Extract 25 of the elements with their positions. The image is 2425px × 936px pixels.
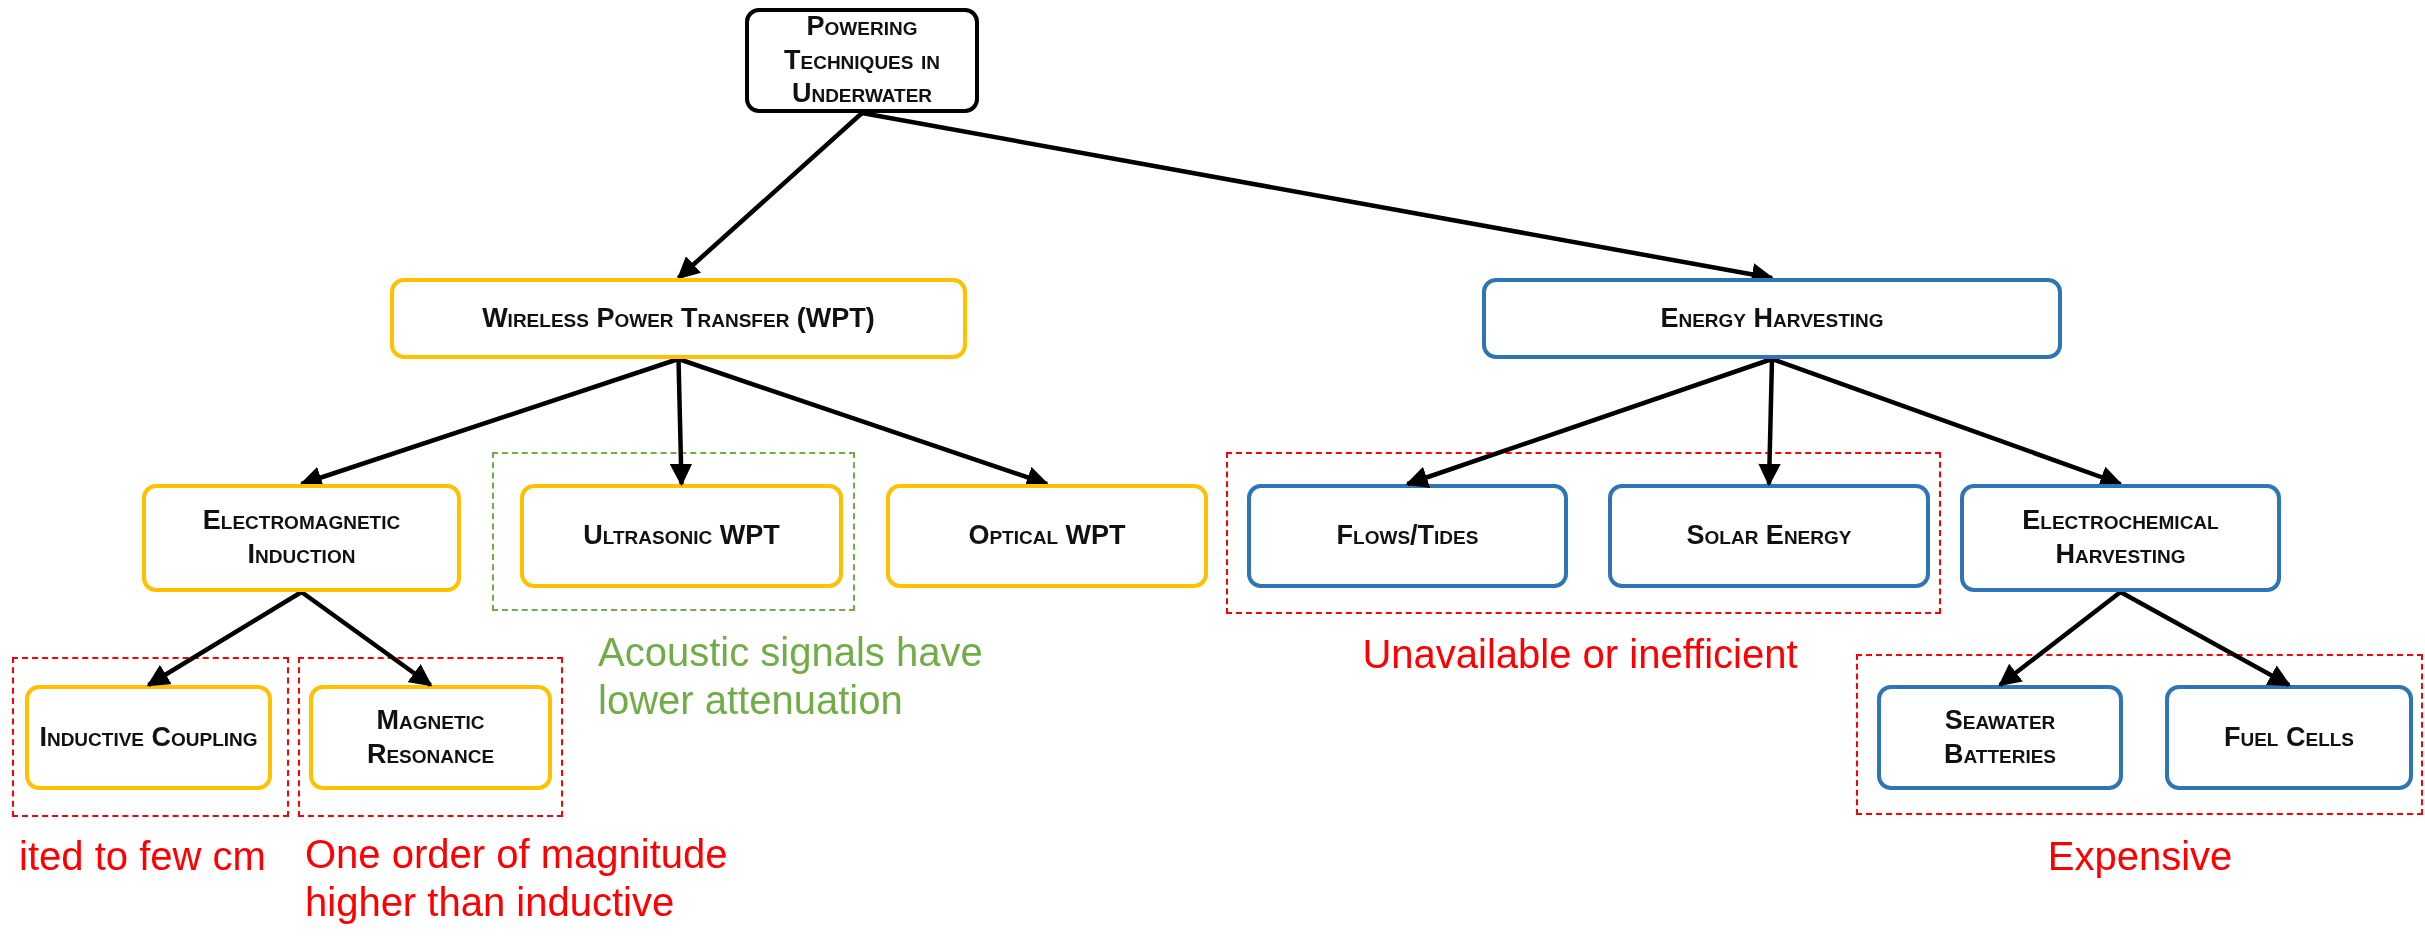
category-box: Energy Harvesting — [1482, 278, 2062, 359]
annotation-text: Expensive — [2046, 833, 2234, 880]
category-box: Wireless Power Transfer (WPT) — [390, 278, 967, 359]
arrow — [669, 358, 693, 487]
arrow — [300, 590, 433, 687]
annotation-text: Unavailable or inefficient — [1361, 631, 1799, 678]
category-box: Electromagnetic Induction — [142, 484, 461, 592]
category-box: Powering Techniques in Underwater — [745, 8, 979, 113]
category-box: Fuel Cells — [2165, 685, 2413, 790]
category-box: Electrochemical Harvesting — [1960, 484, 2281, 592]
annotation-text: Acoustic signals have lower attenuation — [598, 629, 984, 724]
category-box: Ultrasonic WPT — [520, 484, 843, 588]
category-box: Flows/Tides — [1247, 484, 1568, 588]
arrow — [1758, 358, 1781, 487]
arrow — [1998, 590, 2122, 687]
arrow — [146, 590, 303, 687]
category-box: Inductive Coupling — [25, 685, 272, 790]
category-box: Seawater Batteries — [1877, 685, 2123, 790]
annotation-text: ited to few cm — [18, 833, 267, 880]
arrow — [676, 111, 864, 280]
category-box: Solar Energy — [1608, 484, 1930, 588]
category-box: Optical WPT — [886, 484, 1208, 588]
category-box: Magnetic Resonance — [309, 685, 552, 790]
arrow — [2119, 590, 2291, 687]
annotation-text: One order of magnitude higher than inductive — [305, 831, 729, 926]
